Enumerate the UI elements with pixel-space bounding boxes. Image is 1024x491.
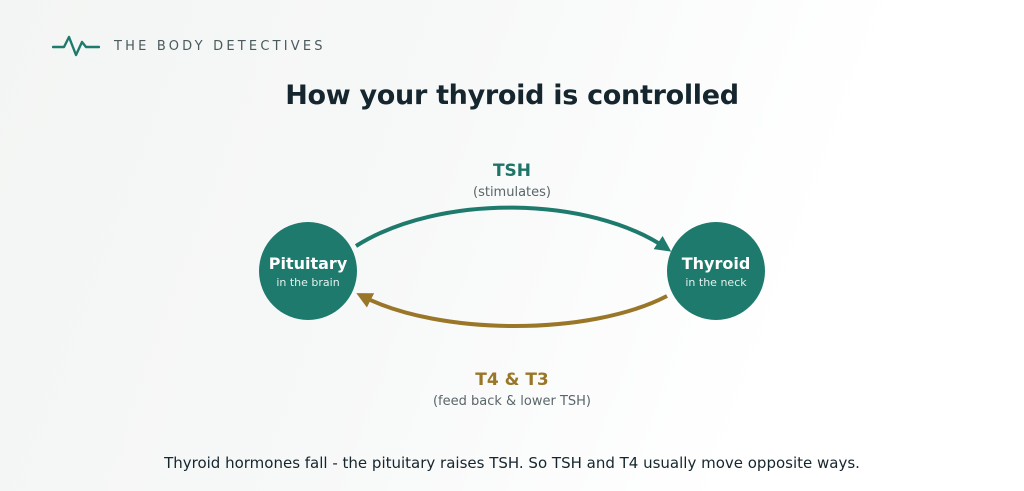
- footer-caption: Thyroid hormones fall - the pituitary ra…: [164, 454, 860, 472]
- page-title: How your thyroid is controlled: [285, 80, 739, 111]
- brand: THE BODY DETECTIVES: [52, 33, 326, 59]
- tsh-label-main: TSH: [492, 161, 532, 181]
- thyroid-subtitle: in the neck: [685, 275, 747, 289]
- thyroid-name: Thyroid: [681, 253, 751, 273]
- tsh-arrow: [354, 205, 672, 252]
- t4-t3-label-sub: (feed back & lower TSH): [432, 394, 592, 409]
- thyroid-node: Thyroid in the neck: [667, 222, 765, 320]
- t4-t3-label-main: T4 & T3: [475, 370, 549, 390]
- pituitary-name: Pituitary: [268, 253, 348, 273]
- t4-t3-feedback-arrow: [356, 293, 668, 328]
- t4-t3-label: T4 & T3 (feed back & lower TSH): [392, 370, 632, 409]
- pulse-line-icon: [52, 35, 100, 57]
- brand-name: THE BODY DETECTIVES: [114, 38, 326, 54]
- pituitary-node: Pituitary in the brain: [259, 222, 357, 320]
- tsh-label: TSH (stimulates): [392, 161, 632, 200]
- pituitary-subtitle: in the brain: [276, 275, 340, 289]
- tsh-label-sub: (stimulates): [473, 185, 551, 200]
